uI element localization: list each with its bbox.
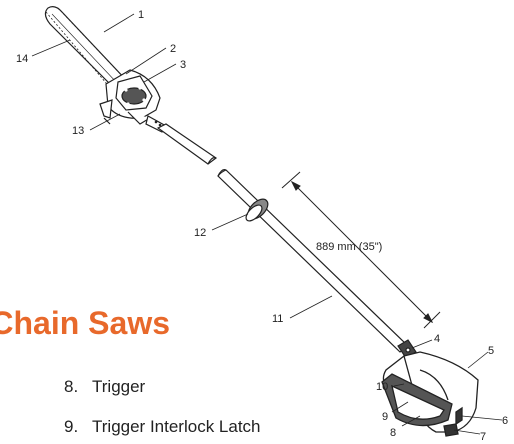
callout-2: 2 <box>170 43 176 55</box>
callout-12: 12 <box>194 227 206 239</box>
callout-11: 11 <box>272 313 283 325</box>
callout-10: 10 <box>376 381 388 393</box>
part-number: 8. <box>64 377 79 396</box>
callout-6: 6 <box>502 415 508 427</box>
callout-1: 1 <box>138 9 144 21</box>
callout-7: 7 <box>480 431 486 443</box>
callout-8: 8 <box>390 427 396 439</box>
callout-9: 9 <box>382 411 388 423</box>
rear-handle <box>381 351 479 437</box>
part-number: 9. <box>64 417 79 436</box>
leader-lines <box>31 13 503 435</box>
section-heading: Chain Saws <box>0 306 170 340</box>
lower-shaft <box>217 169 409 353</box>
dimension-line <box>281 171 441 329</box>
shaft-collar <box>245 198 269 222</box>
callout-13: 13 <box>72 125 84 137</box>
guide-bar <box>44 6 129 93</box>
part-name: Trigger <box>92 377 146 396</box>
dimension-label: 889 mm (35") <box>316 241 382 253</box>
section-heading-text: Chain Saws <box>0 306 170 340</box>
callout-14: 14 <box>16 53 28 65</box>
callout-4: 4 <box>434 333 440 345</box>
callout-5: 5 <box>488 345 494 357</box>
upper-shaft <box>156 123 218 165</box>
callout-3: 3 <box>180 59 186 71</box>
part-name: Trigger Interlock Latch <box>92 417 261 436</box>
